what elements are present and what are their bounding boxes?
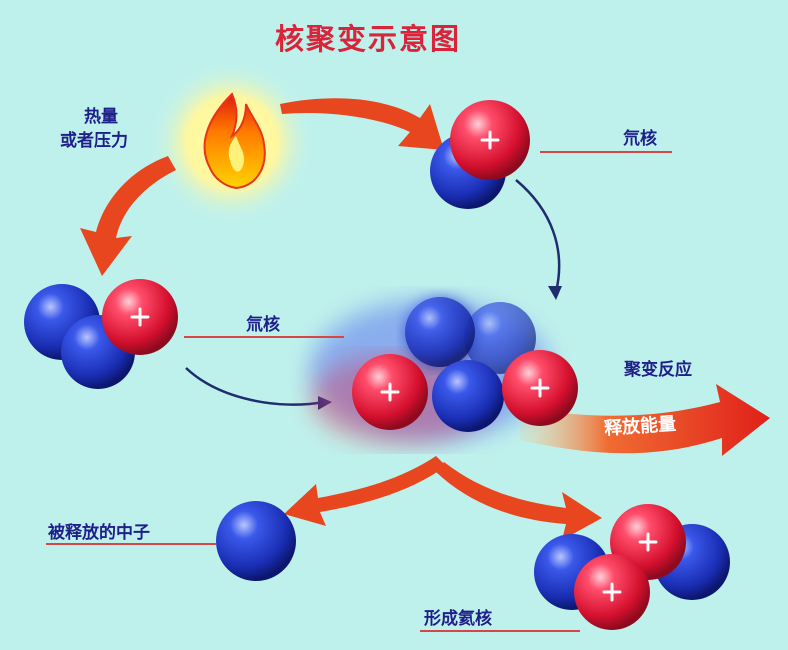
- energy-arrow: [520, 384, 770, 456]
- label-deuterium: 氘核: [623, 129, 657, 149]
- plus-sign-icon: [130, 307, 150, 327]
- label-tritium: 氚核: [246, 315, 280, 335]
- arrow-tritium-to-center: [185, 367, 325, 406]
- arrow-to-neutron: [284, 456, 446, 526]
- plus-sign-icon: [602, 582, 622, 602]
- underline-deuterium: [540, 151, 672, 153]
- plus-sign-icon: [480, 130, 500, 150]
- plus-sign-icon: [530, 378, 550, 398]
- label-heat-line1: 热量: [84, 107, 118, 127]
- underline-tritium: [184, 336, 344, 338]
- deuterium-nucleus: [430, 100, 530, 209]
- released-neutron-ball: [216, 501, 296, 581]
- diagram-title: 核聚变示意图: [275, 22, 462, 56]
- label-release-energy: 释放能量: [603, 413, 677, 440]
- plus-sign-icon: [638, 532, 658, 552]
- label-fusion-reaction: 聚变反应: [624, 360, 692, 380]
- fusion-cluster: [310, 296, 578, 445]
- underline-released-neutron: [46, 543, 216, 545]
- arrow-deuterium-to-center: [515, 179, 561, 293]
- tritium-nucleus: [24, 279, 178, 389]
- label-helium-nucleus: 形成氦核: [424, 609, 492, 629]
- underline-helium-nucleus: [420, 630, 580, 632]
- arrow-to-helium: [436, 462, 602, 540]
- arrow-heat-to-tritium: [80, 156, 176, 276]
- plus-sign-icon: [380, 382, 400, 402]
- arrow-heat-to-deuterium: [280, 98, 444, 150]
- label-released-neutron: 被释放的中子: [48, 523, 150, 543]
- label-heat-line2: 或者压力: [60, 131, 128, 151]
- helium-nucleus: [534, 504, 730, 630]
